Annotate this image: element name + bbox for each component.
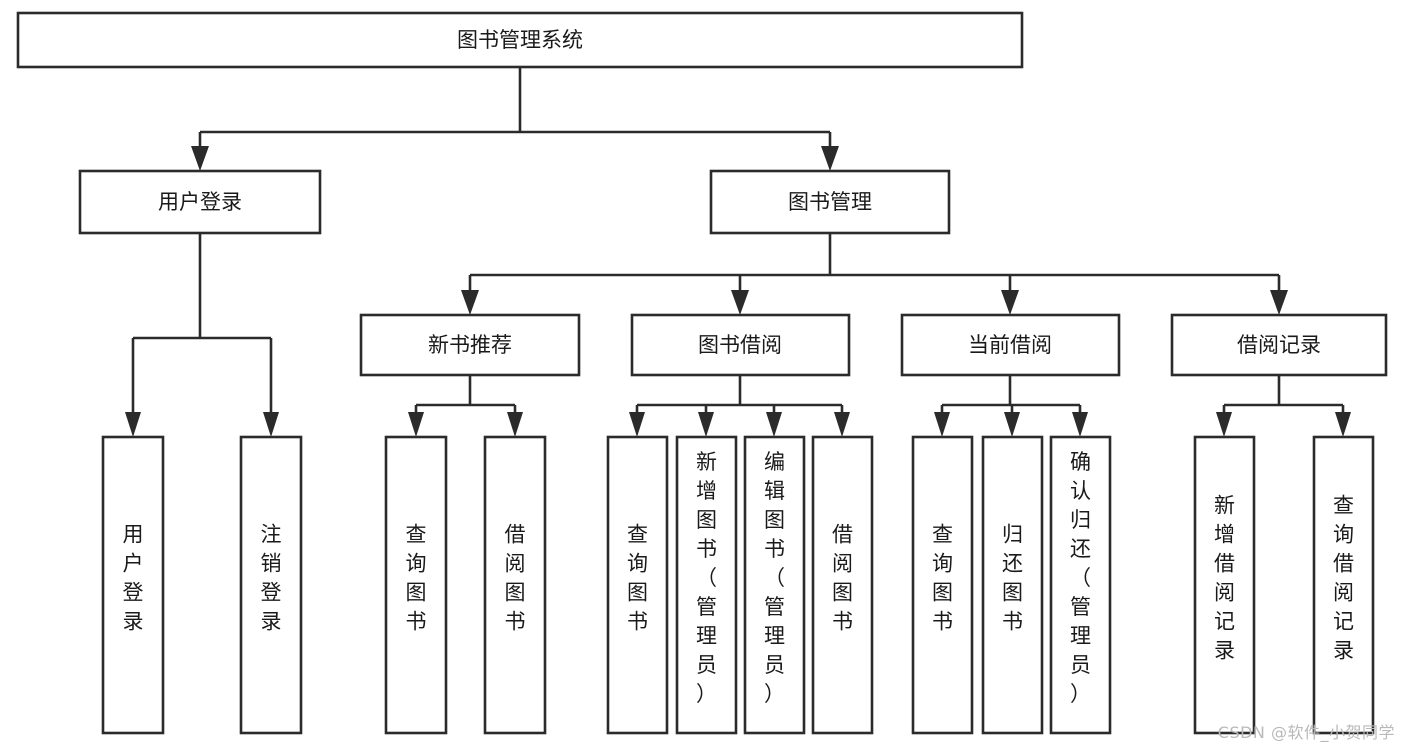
node-leaf-query-book-recommend-box[interactable] <box>384 435 448 735</box>
node-leaf-query-book-borrow-label: 查询图书 <box>627 523 648 634</box>
arrow-leaf-borrow-book-recommend <box>507 412 523 437</box>
node-leaf-confirm-return-admin[interactable]: 确认归还（管理员） <box>1049 435 1112 735</box>
node-leaf-confirm-return-admin-box[interactable] <box>1049 435 1112 735</box>
csdn-watermark: CSDN @软件_小贺同学 <box>1217 723 1395 742</box>
node-leaf-add-book-admin-box[interactable] <box>675 435 738 735</box>
leaf-node-layer: 用户登录 注销登录 查询图书 借阅图书 查询图书 新增图书（管理员） 编辑图书（管理员） 借阅… <box>101 435 1375 735</box>
node-user-login-label: 用户登录 <box>158 190 242 214</box>
node-current-borrow[interactable]: 当前借阅 <box>900 313 1121 377</box>
vertical-paren-glyph: （ <box>1070 566 1091 590</box>
node-leaf-edit-book-admin-label: 编辑图书（管理员） <box>764 450 785 706</box>
node-user-login[interactable]: 用户登录 <box>78 169 322 235</box>
node-leaf-query-book-borrow-box[interactable] <box>606 435 669 735</box>
node-leaf-user-logout-label: 注销登录 <box>261 523 282 634</box>
arrow-leaf-add-borrow-record <box>1216 412 1232 437</box>
arrow-user-login <box>191 146 209 171</box>
node-book-borrow[interactable]: 图书借阅 <box>630 313 851 377</box>
vertical-paren-glyph: （ <box>764 566 785 590</box>
node-leaf-edit-book-admin[interactable]: 编辑图书（管理员） <box>743 435 806 735</box>
node-leaf-borrow-book-recommend-box[interactable] <box>483 435 547 735</box>
node-borrow-record-label: 借阅记录 <box>1237 333 1321 357</box>
node-leaf-user-logout-box[interactable] <box>239 435 303 735</box>
arrow-leaf-borrow-book <box>834 412 850 437</box>
node-book-borrow-label: 图书借阅 <box>698 333 782 357</box>
node-leaf-confirm-return-admin-label: 确认归还（管理员） <box>1070 450 1091 706</box>
node-root-box[interactable] <box>16 11 1024 69</box>
arrow-leaf-query-book-borrow <box>629 412 645 437</box>
node-leaf-add-borrow-record[interactable]: 新增借阅记录 <box>1193 435 1256 735</box>
node-book-management-box[interactable] <box>709 169 951 235</box>
vertical-paren-glyph: ） <box>764 682 785 706</box>
node-leaf-borrow-book-label: 借阅图书 <box>832 523 853 634</box>
node-new-book-recommend[interactable]: 新书推荐 <box>359 313 581 377</box>
arrow-new-book-recommend <box>461 290 479 315</box>
node-root[interactable]: 图书管理系统 <box>16 11 1024 69</box>
arrow-leaf-return-book <box>1004 412 1020 437</box>
node-leaf-user-logout[interactable]: 注销登录 <box>239 435 303 735</box>
arrow-leaf-query-book-current <box>934 412 950 437</box>
arrow-leaf-user-login <box>125 412 141 437</box>
node-root-label: 图书管理系统 <box>457 28 583 52</box>
vertical-paren-glyph: （ <box>696 566 717 590</box>
node-current-borrow-box[interactable] <box>900 313 1121 377</box>
node-book-borrow-box[interactable] <box>630 313 851 377</box>
node-book-management-label: 图书管理 <box>788 190 872 214</box>
arrow-leaf-add-book-admin <box>698 412 714 437</box>
node-leaf-borrow-book-box[interactable] <box>811 435 874 735</box>
node-leaf-borrow-book-recommend[interactable]: 借阅图书 <box>483 435 547 735</box>
node-leaf-add-book-admin-label: 新增图书（管理员） <box>696 450 717 706</box>
node-leaf-query-book-current-box[interactable] <box>911 435 974 735</box>
arrow-leaf-query-book-recommend <box>408 412 424 437</box>
node-leaf-query-book-current-label: 查询图书 <box>932 523 953 634</box>
node-leaf-query-borrow-record-box[interactable] <box>1312 435 1375 735</box>
node-new-book-recommend-label: 新书推荐 <box>428 333 512 357</box>
node-leaf-user-login-label: 用户登录 <box>123 523 144 634</box>
node-user-login-box[interactable] <box>78 169 322 235</box>
node-leaf-add-borrow-record-box[interactable] <box>1193 435 1256 735</box>
arrow-leaf-edit-book-admin <box>766 412 782 437</box>
node-leaf-return-book[interactable]: 归还图书 <box>981 435 1044 735</box>
arrow-leaf-query-borrow-record <box>1335 412 1351 437</box>
vertical-paren-glyph: ） <box>1070 682 1091 706</box>
node-borrow-record-box[interactable] <box>1170 313 1388 377</box>
arrow-leaf-confirm-return-admin <box>1072 412 1088 437</box>
arrow-book-management <box>821 146 839 171</box>
node-leaf-borrow-book-recommend-label: 借阅图书 <box>505 523 526 634</box>
node-leaf-edit-book-admin-box[interactable] <box>743 435 806 735</box>
node-leaf-user-login[interactable]: 用户登录 <box>101 435 165 735</box>
arrow-current-borrow <box>1001 290 1019 315</box>
node-leaf-add-borrow-record-label: 新增借阅记录 <box>1214 494 1235 663</box>
node-leaf-query-book-recommend-label: 查询图书 <box>406 523 427 634</box>
node-new-book-recommend-box[interactable] <box>359 313 581 377</box>
node-leaf-add-book-admin[interactable]: 新增图书（管理员） <box>675 435 738 735</box>
arrow-borrow-record <box>1270 290 1288 315</box>
node-leaf-user-login-box[interactable] <box>101 435 165 735</box>
node-leaf-query-book-current[interactable]: 查询图书 <box>911 435 974 735</box>
node-book-management[interactable]: 图书管理 <box>709 169 951 235</box>
node-current-borrow-label: 当前借阅 <box>968 333 1052 357</box>
node-leaf-query-borrow-record-label: 查询借阅记录 <box>1333 494 1354 663</box>
node-leaf-return-book-box[interactable] <box>981 435 1044 735</box>
connector-layer <box>125 67 1351 437</box>
node-leaf-borrow-book[interactable]: 借阅图书 <box>811 435 874 735</box>
arrow-book-borrow <box>731 290 749 315</box>
arrow-leaf-user-logout <box>263 412 279 437</box>
vertical-paren-glyph: ） <box>696 682 717 706</box>
node-leaf-query-borrow-record[interactable]: 查询借阅记录 <box>1312 435 1375 735</box>
node-borrow-record[interactable]: 借阅记录 <box>1170 313 1388 377</box>
node-leaf-query-book-recommend[interactable]: 查询图书 <box>384 435 448 735</box>
node-leaf-return-book-label: 归还图书 <box>1002 523 1023 634</box>
node-leaf-query-book-borrow[interactable]: 查询图书 <box>606 435 669 735</box>
